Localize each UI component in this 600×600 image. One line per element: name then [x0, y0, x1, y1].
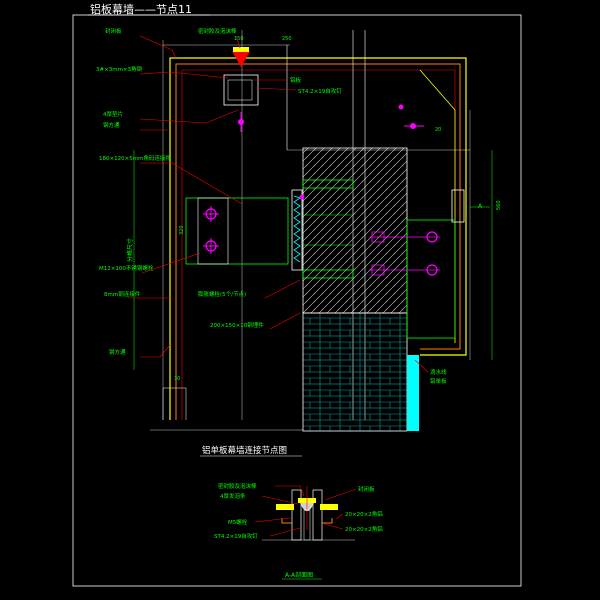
steel-bracket [291, 189, 303, 271]
serrated-plate [293, 195, 301, 263]
detail-plate-r [320, 504, 338, 510]
dlbl-sealant: 密封胶及泡沫棒 [218, 482, 257, 490]
detail-frame-l [291, 489, 302, 541]
lbl-drip: 滴水线 [430, 368, 447, 376]
dim-right: 560 [496, 200, 502, 210]
section-title: 铝单板幕墙连接节点图 [202, 445, 287, 456]
lbl-rivet-note: 膨胀螺栓(5个/节点) [198, 290, 246, 298]
lbl-member: 钢方通 [109, 348, 126, 356]
dim-top2: 250 [282, 36, 292, 42]
anchor-plate-left [185, 197, 289, 265]
detail-labels: 密封胶及泡沫棒 4厚发泡条 封闭板 M5螺栓 ST4.2×19自攻钉 20×20… [214, 482, 383, 540]
dim-small: 20 [435, 127, 441, 133]
dim-label: 分格尺寸 [126, 238, 134, 262]
top-bracket-inner [227, 79, 253, 101]
detail-leaders [254, 485, 357, 537]
lbl-closure: 封闭板 [105, 27, 122, 35]
side-clip [451, 189, 465, 223]
al-panel-outline [169, 57, 467, 420]
dlbl-closure: 封闭板 [358, 485, 375, 493]
drawing-title: 铝板幕墙——节点11 [90, 2, 192, 16]
anchor-plate-right [406, 219, 456, 339]
al-panel-inner [175, 63, 461, 420]
bolt-box-3 [371, 231, 385, 243]
bolt-box-4 [371, 264, 385, 276]
drawing-frame [72, 14, 522, 587]
dim-left: 320 [179, 225, 185, 235]
lbl-screw: ST4.2×19自攻钉 [298, 87, 342, 95]
lbl-bracket: 180×120×5mm角码连接件 [99, 154, 171, 162]
seal-cap [233, 47, 249, 52]
leaders [128, 35, 429, 373]
detail-title: A-A剖面图 [285, 571, 313, 579]
dlbl-al-angle: 20×20×2角铝 [345, 525, 383, 533]
lbl-cladding: 铝单板 [430, 377, 447, 385]
lbl-gasket: 4厚垫片 [103, 110, 123, 118]
angle-bottom [302, 269, 354, 279]
dlbl-bolt: ST4.2×19自攻钉 [214, 532, 258, 540]
detail-view: A-A剖面图 [262, 486, 355, 580]
detail-frame-r [312, 489, 323, 541]
dim-bottom: 30 [174, 376, 180, 382]
labels-left: 封闭板 密封胶及泡沫棒 3#×3mm×3角钢 4厚垫片 钢方通 180×120×… [96, 27, 237, 356]
lbl-al-panel: 铝板 [290, 76, 302, 84]
lbl-steel-bracket: 8mm钢连接件 [104, 290, 141, 298]
labels-right: 铝板 ST4.2×19自攻钉 膨胀螺栓(5个/节点) 200×150×10钢埋件… [198, 76, 447, 385]
anchor-block [197, 197, 229, 265]
detail-plate-l [276, 504, 294, 510]
concrete-wall [302, 147, 408, 314]
detail-mark-a: A [478, 203, 483, 210]
detail-angle-r [322, 518, 333, 524]
angle-top [302, 179, 354, 189]
base-step [162, 387, 187, 420]
lbl-weld-plate: 200×150×10钢埋件 [210, 321, 264, 329]
detail-angle-l [281, 518, 292, 524]
lbl-angle: 3#×3mm×3角钢 [96, 65, 143, 73]
dlbl-screw: M5螺栓 [228, 518, 248, 526]
top-bracket [223, 74, 259, 106]
cyan-flashing [407, 355, 419, 431]
dlbl-foam: 4厚发泡条 [220, 492, 246, 500]
corner-miter [419, 69, 456, 343]
lbl-embedded-bolt: M12×100不锈钢螺栓 [99, 264, 154, 272]
lbl-sealant: 密封胶及泡沫棒 [198, 27, 237, 35]
brick-wall [302, 312, 408, 432]
dlbl-angle: 20×20×2角铝 [345, 510, 383, 518]
dim-top: 150 [234, 36, 244, 42]
lbl-steel-member: 钢方通 [103, 121, 120, 129]
